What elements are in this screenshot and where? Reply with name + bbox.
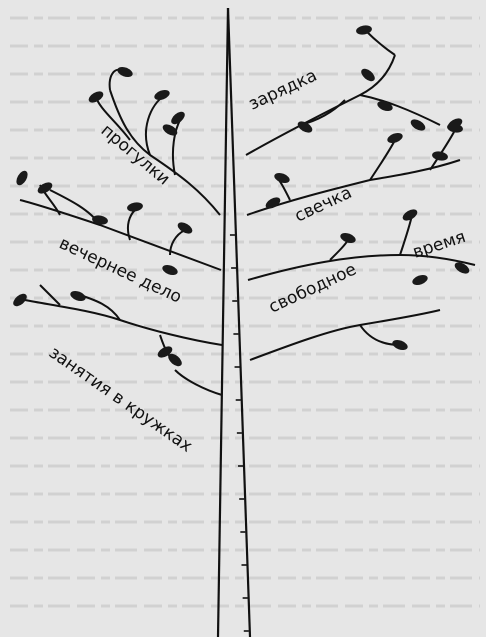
leaf <box>339 231 357 245</box>
leaf <box>431 150 448 162</box>
leaf <box>91 214 108 226</box>
leaf <box>14 169 30 187</box>
leaf <box>153 88 171 102</box>
label-svobodnoe: свободное <box>266 260 360 318</box>
leaf <box>411 273 429 287</box>
leaf <box>161 122 179 138</box>
branch-zanyatiya <box>25 285 222 395</box>
leaf <box>409 117 427 133</box>
leaf <box>386 131 404 145</box>
leaf <box>391 338 409 352</box>
leaf <box>273 171 291 185</box>
trunk-scale-ticks <box>230 235 249 631</box>
leaf <box>69 289 87 303</box>
leaf <box>359 66 377 83</box>
label-zaryadka: зарядка <box>246 66 321 115</box>
leaf <box>116 65 134 79</box>
leaf <box>126 201 143 213</box>
leaf <box>161 263 179 277</box>
leaf <box>87 89 105 105</box>
label-progulki: прогулки <box>97 121 174 190</box>
tree-trunk <box>218 8 250 637</box>
label-svechka: свечка <box>292 183 355 227</box>
